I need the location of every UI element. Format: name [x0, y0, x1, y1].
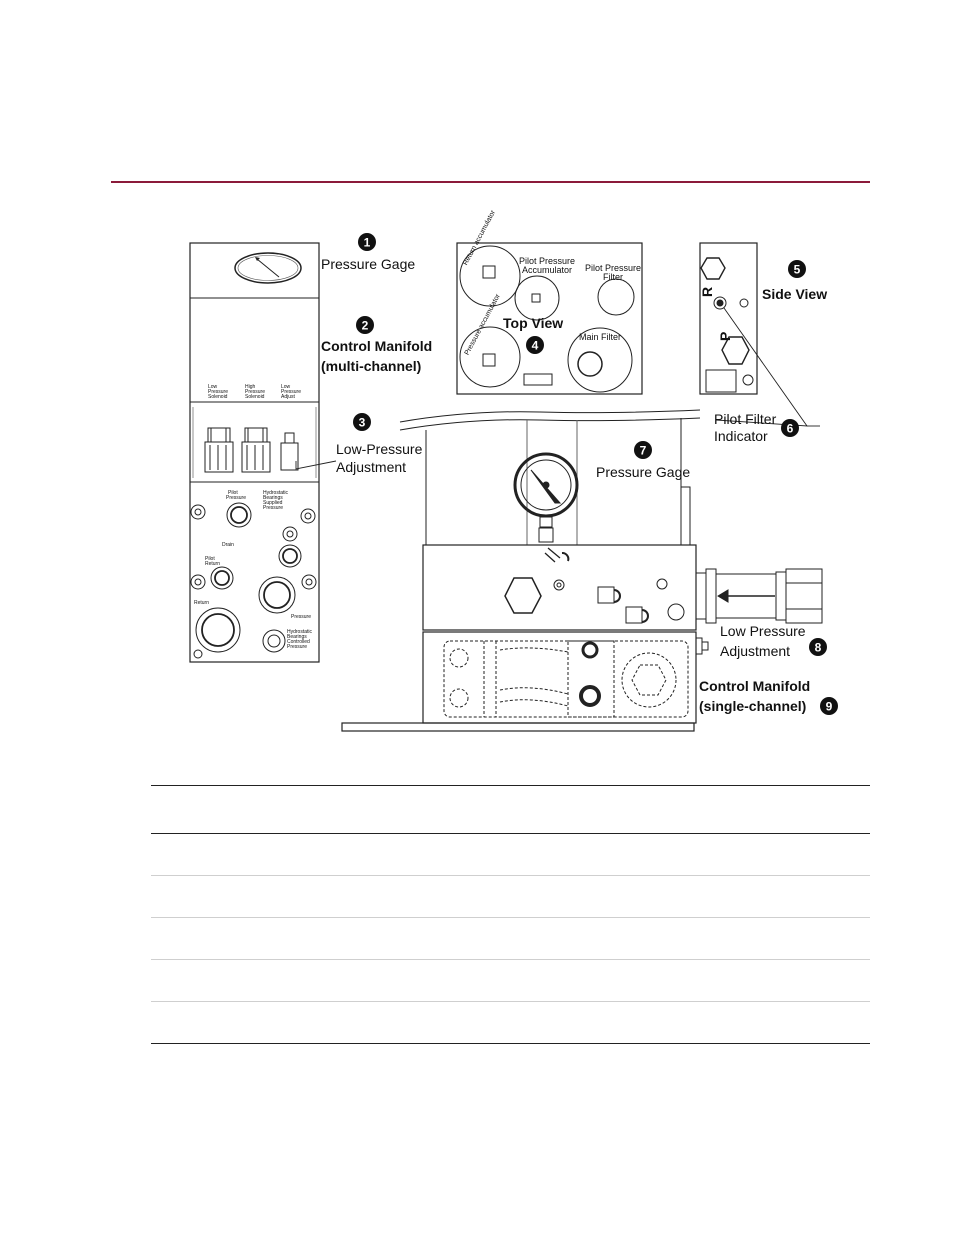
label-pilot-pressure-filter-2: Filter	[603, 272, 623, 282]
port-label-pressure: Pressure	[291, 614, 311, 620]
label-pilot-pressure-filter-1: Pilot Pressure	[585, 263, 641, 273]
label-control-manifold-single-1: Control Manifold	[699, 678, 810, 694]
legend-table-row	[151, 918, 870, 960]
callout-7-number: 7	[640, 444, 647, 458]
solenoid-label-1-line-2: Pressure	[208, 389, 228, 395]
callout-2-marker	[356, 316, 374, 334]
port-label-pilot-pressure-1: Pilot	[228, 490, 238, 496]
callout-8-marker	[809, 638, 827, 656]
high-pressure-solenoid	[241, 427, 271, 473]
label-pilot-pressure-accumulator-1: Pilot Pressure	[519, 256, 575, 266]
port-label-hydrostatic-controlled-2: Bearings	[287, 634, 307, 640]
legend-table-row	[151, 834, 870, 876]
solenoid-label-2-line-1: High	[245, 384, 256, 390]
solenoid-label-1-line-3: Solenoid	[208, 394, 228, 400]
label-control-manifold-single-2: (single-channel)	[699, 698, 806, 714]
multi-channel-manifold-drawing: Low Pressure Solenoid High Pressure Sole…	[189, 242, 320, 663]
single-channel-assembly-drawing	[341, 409, 823, 732]
callout-9-marker	[820, 697, 838, 715]
legend-table-header	[151, 785, 870, 834]
solenoid-label-1-line-1: Low	[208, 384, 218, 390]
solenoid-label-3-line-3: Adjust	[281, 394, 296, 400]
label-return-accumulator: Return accumulator	[462, 209, 497, 267]
callout-9-number: 9	[826, 700, 833, 714]
callout-1-marker	[358, 233, 376, 251]
label-top-view: Top View	[503, 315, 563, 331]
label-control-manifold-multi-2: (multi-channel)	[321, 358, 421, 374]
multi-manifold-ports	[190, 502, 317, 659]
callout-2-number: 2	[362, 319, 369, 333]
label-pilot-filter-indicator-1: Pilot Filter	[714, 411, 777, 427]
solenoid-label-2-line-2: Pressure	[245, 389, 265, 395]
port-label-hydrostatic-supplied-3: Supplied	[263, 500, 283, 506]
solenoid-label-3-line-1: Low	[281, 384, 291, 390]
label-low-pressure-adjustment-2: Adjustment	[336, 459, 406, 475]
leader-line-3	[295, 460, 337, 470]
callout-5-number: 5	[794, 263, 801, 277]
port-label-hydrostatic-controlled-3: Controlled	[287, 639, 310, 645]
port-label-hydrostatic-supplied-2: Bearings	[263, 495, 283, 501]
low-pressure-adjust-valve	[280, 432, 299, 471]
leader-line-6	[715, 307, 808, 427]
port-label-hydrostatic-supplied-4: Pressure	[263, 505, 283, 511]
callout-8-number: 8	[815, 641, 822, 655]
callout-3-marker	[353, 413, 371, 431]
label-low-pressure-adjustment-8-2: Adjustment	[720, 643, 790, 659]
legend-table-row	[151, 960, 870, 1002]
low-pressure-solenoid	[204, 427, 234, 473]
pressure-gage-dial	[234, 252, 302, 284]
hydraulic-manifold-diagram: Low Pressure Solenoid High Pressure Sole…	[189, 209, 838, 732]
port-label-hydrostatic-controlled-1: Hydrostatic	[287, 629, 313, 635]
port-label-pilot-pressure-2: Pressure	[226, 495, 246, 501]
section-divider	[111, 181, 870, 183]
legend-table	[151, 785, 870, 1044]
callout-6-marker	[781, 419, 799, 437]
top-view-drawing	[456, 242, 643, 395]
label-pressure-gage-7: Pressure Gage	[596, 464, 690, 480]
side-view-drawing	[699, 242, 758, 395]
side-view-port-r: R	[699, 287, 715, 297]
port-label-return: Return	[194, 600, 209, 606]
label-side-view: Side View	[762, 286, 827, 302]
label-control-manifold-multi-1: Control Manifold	[321, 338, 432, 354]
port-label-drain: Drain	[222, 542, 234, 548]
solenoid-label-2-line-3: Solenoid	[245, 394, 265, 400]
label-low-pressure-adjustment-8-1: Low Pressure	[720, 623, 806, 639]
callout-7-marker	[634, 441, 652, 459]
label-low-pressure-adjustment-1: Low-Pressure	[336, 441, 423, 457]
label-pressure-accumulator: Pressure accumulator	[464, 292, 502, 356]
callout-1-number: 1	[364, 236, 371, 250]
callout-5-marker	[788, 260, 806, 278]
legend-table-row	[151, 1002, 870, 1044]
solenoid-label-3-line-2: Pressure	[281, 389, 301, 395]
port-label-hydrostatic-controlled-4: Pressure	[287, 644, 307, 650]
callout-4-number: 4	[532, 339, 539, 353]
label-pilot-pressure-accumulator-2: Accumulator	[522, 265, 572, 275]
port-label-hydrostatic-supplied-1: Hydrostatic	[263, 490, 289, 496]
callout-4-marker	[526, 336, 544, 354]
callout-6-number: 6	[787, 422, 794, 436]
label-pilot-filter-indicator-2: Indicator	[714, 428, 768, 444]
legend-table-row	[151, 876, 870, 918]
label-main-filter: Main Filter	[579, 332, 621, 342]
label-pressure-gage: Pressure Gage	[321, 256, 415, 272]
side-view-port-p: P	[717, 332, 733, 341]
port-label-pilot-return-1: Pilot	[205, 556, 215, 562]
port-label-pilot-return-2: Return	[205, 561, 220, 567]
callout-3-number: 3	[359, 416, 366, 430]
